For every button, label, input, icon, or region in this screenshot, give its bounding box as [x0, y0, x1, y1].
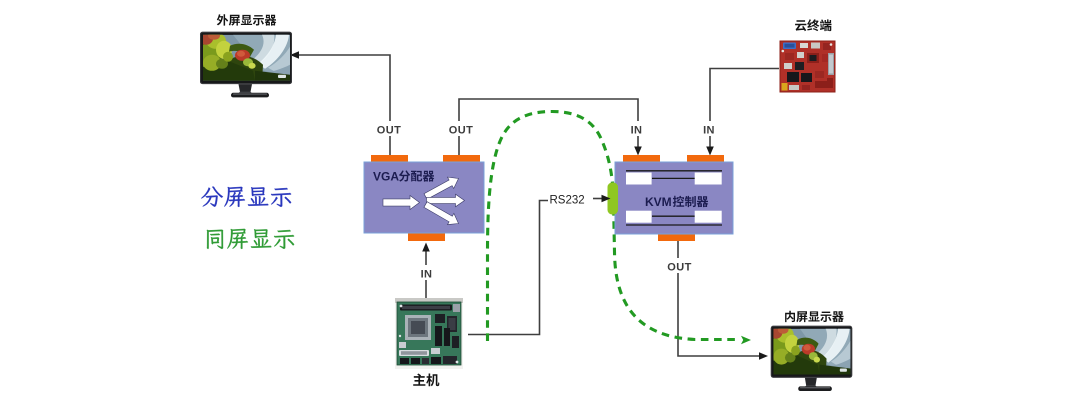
svg-text:IN: IN: [421, 269, 433, 281]
svg-text:IN: IN: [631, 125, 643, 137]
svg-text:OUT: OUT: [377, 125, 401, 137]
svg-text:KVM: KVM: [645, 195, 672, 209]
svg-text:RS232: RS232: [550, 195, 585, 207]
svg-text:IN: IN: [703, 125, 715, 137]
svg-text:OUT: OUT: [667, 262, 691, 274]
svg-text:VGA: VGA: [373, 170, 399, 184]
svg-text:OUT: OUT: [449, 125, 473, 137]
